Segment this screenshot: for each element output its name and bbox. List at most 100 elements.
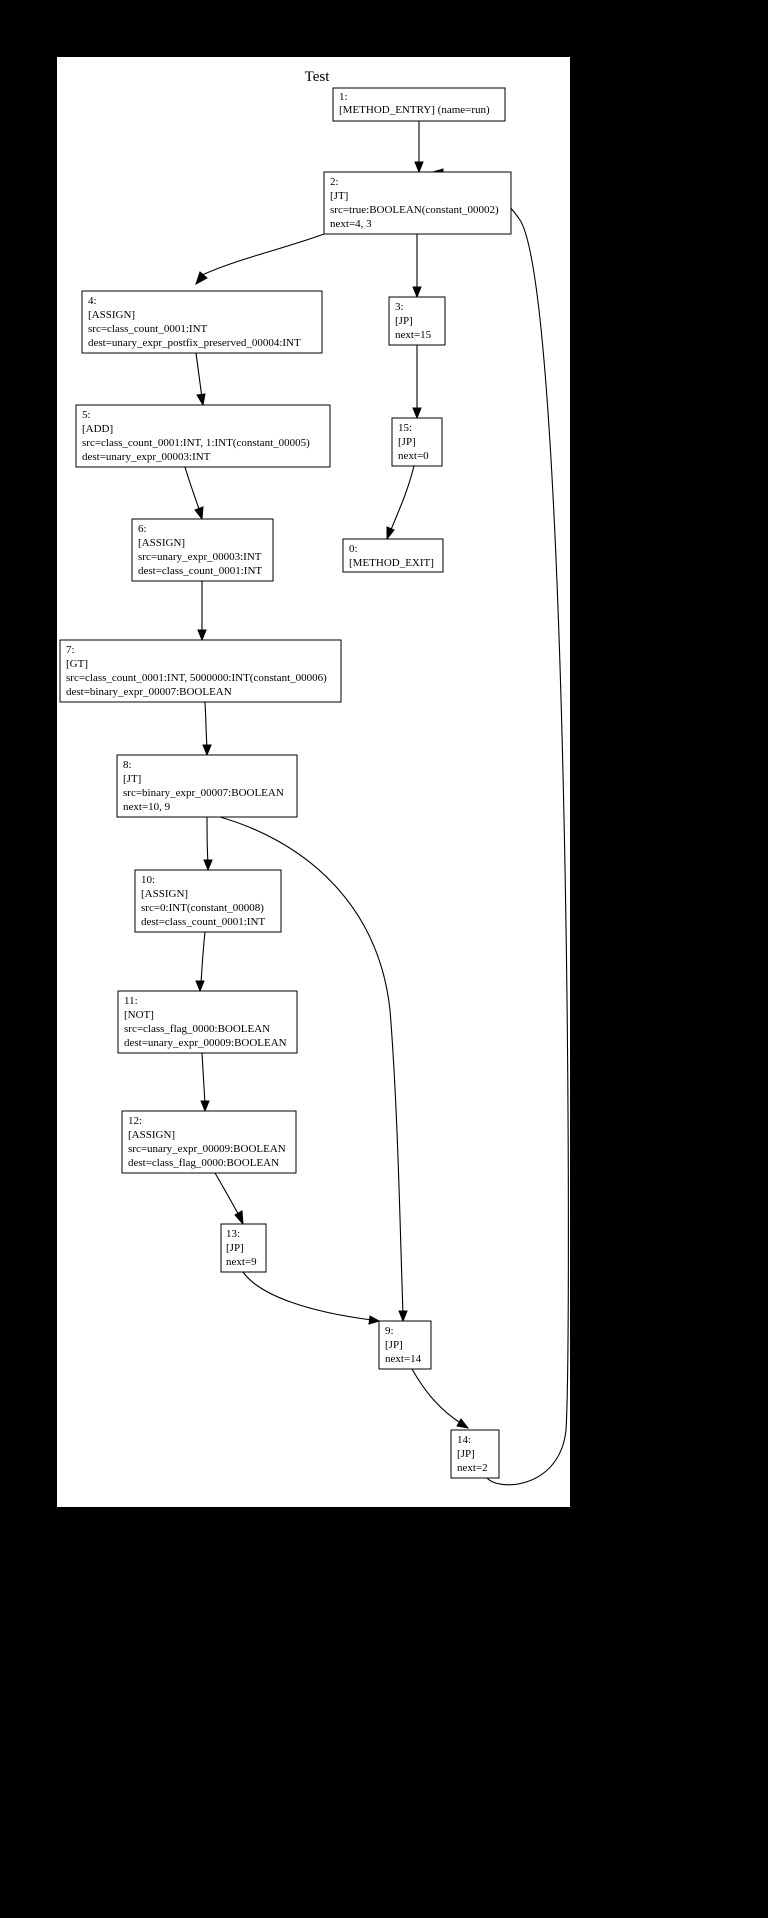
edge-2-to-3 <box>412 234 422 299</box>
edge-12-to-13 <box>214 1172 244 1226</box>
node-6-line-0: 6: <box>138 523 147 535</box>
node-9-box[interactable] <box>378 1320 432 1370</box>
node-15[interactable]: 15: [JP] next=0 <box>391 417 443 467</box>
node-4-line-1: [ASSIGN] <box>88 309 135 321</box>
node-1-line-0: 1: <box>339 91 348 103</box>
node-10-line-1: [ASSIGN] <box>141 888 188 900</box>
node-8-line-2: src=binary_expr_00007:BOOLEAN <box>123 787 284 799</box>
graph-title: Test <box>305 69 331 85</box>
node-2-line-2: src=true:BOOLEAN(constant_00002) <box>330 204 499 216</box>
node-4-line-2: src=class_count_0001:INT <box>88 323 208 335</box>
node-3[interactable]: 3: [JP] next=15 <box>388 296 446 346</box>
node-15-line-2: next=0 <box>398 450 429 462</box>
node-15-box[interactable] <box>391 417 443 467</box>
node-0[interactable]: 0: [METHOD_EXIT] <box>342 538 444 573</box>
node-7-line-1: [GT] <box>66 658 88 670</box>
edge-8-to-9 <box>219 816 408 1323</box>
node-5[interactable]: 5: [ADD] src=class_count_0001:INT, 1:INT… <box>75 404 331 468</box>
node-7-line-3: dest=binary_expr_00007:BOOLEAN <box>66 686 232 698</box>
node-1-line-1: [METHOD_ENTRY] (name=run) <box>339 104 490 116</box>
node-12-box[interactable] <box>121 1110 297 1174</box>
edge-1-to-2 <box>414 121 424 174</box>
node-8-line-0: 8: <box>123 759 132 771</box>
node-14-line-0: 14: <box>457 1434 471 1446</box>
node-10-line-3: dest=class_count_0001:INT <box>141 916 265 928</box>
node-0-line-1: [METHOD_EXIT] <box>349 557 434 569</box>
node-8-line-3: next=10, 9 <box>123 801 171 813</box>
node-12[interactable]: 12: [ASSIGN] src=unary_expr_00009:BOOLEA… <box>121 1110 297 1174</box>
node-7-line-0: 7: <box>66 644 75 656</box>
node-12-line-0: 12: <box>128 1115 142 1127</box>
edge-5-to-6 <box>184 466 204 521</box>
node-14-box[interactable] <box>450 1429 500 1479</box>
node-2-line-0: 2: <box>330 176 339 188</box>
node-9-line-2: next=14 <box>385 1353 422 1365</box>
node-12-line-3: dest=class_flag_0000:BOOLEAN <box>128 1157 279 1169</box>
node-2-box[interactable] <box>323 171 512 235</box>
node-11[interactable]: 11: [NOT] src=class_flag_0000:BOOLEAN de… <box>117 990 298 1054</box>
node-layer: 1: [METHOD_ENTRY] (name=run) 2: [JT] src… <box>59 87 512 1479</box>
edge-10-to-11 <box>195 931 206 993</box>
node-3-box[interactable] <box>388 296 446 346</box>
node-1[interactable]: 1: [METHOD_ENTRY] (name=run) <box>332 87 506 122</box>
node-13[interactable]: 13: [JP] next=9 <box>220 1223 267 1273</box>
edge-8-to-10 <box>203 816 213 872</box>
node-3-line-2: next=15 <box>395 329 432 341</box>
edge-7-to-8 <box>202 701 212 757</box>
node-3-line-0: 3: <box>395 301 404 313</box>
node-14-line-1: [JP] <box>457 1448 475 1460</box>
node-7[interactable]: 7: [GT] src=class_count_0001:INT, 500000… <box>59 639 342 703</box>
node-15-line-1: [JP] <box>398 436 416 448</box>
node-9-line-1: [JP] <box>385 1339 403 1351</box>
node-13-line-0: 13: <box>226 1228 240 1240</box>
node-9[interactable]: 9: [JP] next=14 <box>378 1320 432 1370</box>
node-12-line-1: [ASSIGN] <box>128 1129 175 1141</box>
node-4[interactable]: 4: [ASSIGN] src=class_count_0001:INT des… <box>81 290 323 354</box>
node-8-box[interactable] <box>116 754 298 818</box>
node-5-line-2: src=class_count_0001:INT, 1:INT(constant… <box>82 437 310 449</box>
node-7-box[interactable] <box>59 639 342 703</box>
node-5-line-1: [ADD] <box>82 423 113 435</box>
edge-2-to-4 <box>195 233 325 286</box>
node-6-line-2: src=unary_expr_00003:INT <box>138 551 262 563</box>
node-13-box[interactable] <box>220 1223 267 1273</box>
node-8[interactable]: 8: [JT] src=binary_expr_00007:BOOLEAN ne… <box>116 754 298 818</box>
node-11-line-1: [NOT] <box>124 1009 154 1021</box>
node-2-line-3: next=4, 3 <box>330 218 372 230</box>
node-1-box[interactable] <box>332 87 506 122</box>
node-5-line-0: 5: <box>82 409 91 421</box>
node-6-line-1: [ASSIGN] <box>138 537 185 549</box>
node-0-line-0: 0: <box>349 543 358 555</box>
edge-11-to-12 <box>200 1052 210 1113</box>
edge-4-to-5 <box>195 352 206 407</box>
node-13-line-1: [JP] <box>226 1242 244 1254</box>
node-6[interactable]: 6: [ASSIGN] src=unary_expr_00003:INT des… <box>131 518 274 582</box>
node-0-box[interactable] <box>342 538 444 573</box>
node-11-line-3: dest=unary_expr_00009:BOOLEAN <box>124 1037 287 1049</box>
edge-14-to-2 <box>431 168 569 1486</box>
node-14[interactable]: 14: [JP] next=2 <box>450 1429 500 1479</box>
node-6-box[interactable] <box>131 518 274 582</box>
node-4-line-0: 4: <box>88 295 97 307</box>
node-4-box[interactable] <box>81 290 323 354</box>
node-10-box[interactable] <box>134 869 282 933</box>
edge-6-to-7 <box>197 580 207 642</box>
node-8-line-1: [JT] <box>123 773 141 785</box>
edge-15-to-0 <box>386 465 415 541</box>
node-11-box[interactable] <box>117 990 298 1054</box>
node-10[interactable]: 10: [ASSIGN] src=0:INT(constant_00008) d… <box>134 869 282 933</box>
edge-layer <box>184 121 569 1486</box>
edge-9-to-14 <box>411 1368 470 1429</box>
node-5-box[interactable] <box>75 404 331 468</box>
node-13-line-2: next=9 <box>226 1256 257 1268</box>
node-11-line-0: 11: <box>124 995 138 1007</box>
node-7-line-2: src=class_count_0001:INT, 5000000:INT(co… <box>66 672 327 684</box>
node-2-line-1: [JT] <box>330 190 348 202</box>
node-2[interactable]: 2: [JT] src=true:BOOLEAN(constant_00002)… <box>323 171 512 235</box>
node-9-line-0: 9: <box>385 1325 394 1337</box>
edge-13-to-9 <box>242 1271 381 1325</box>
node-5-line-3: dest=unary_expr_00003:INT <box>82 451 211 463</box>
node-3-line-1: [JP] <box>395 315 413 327</box>
